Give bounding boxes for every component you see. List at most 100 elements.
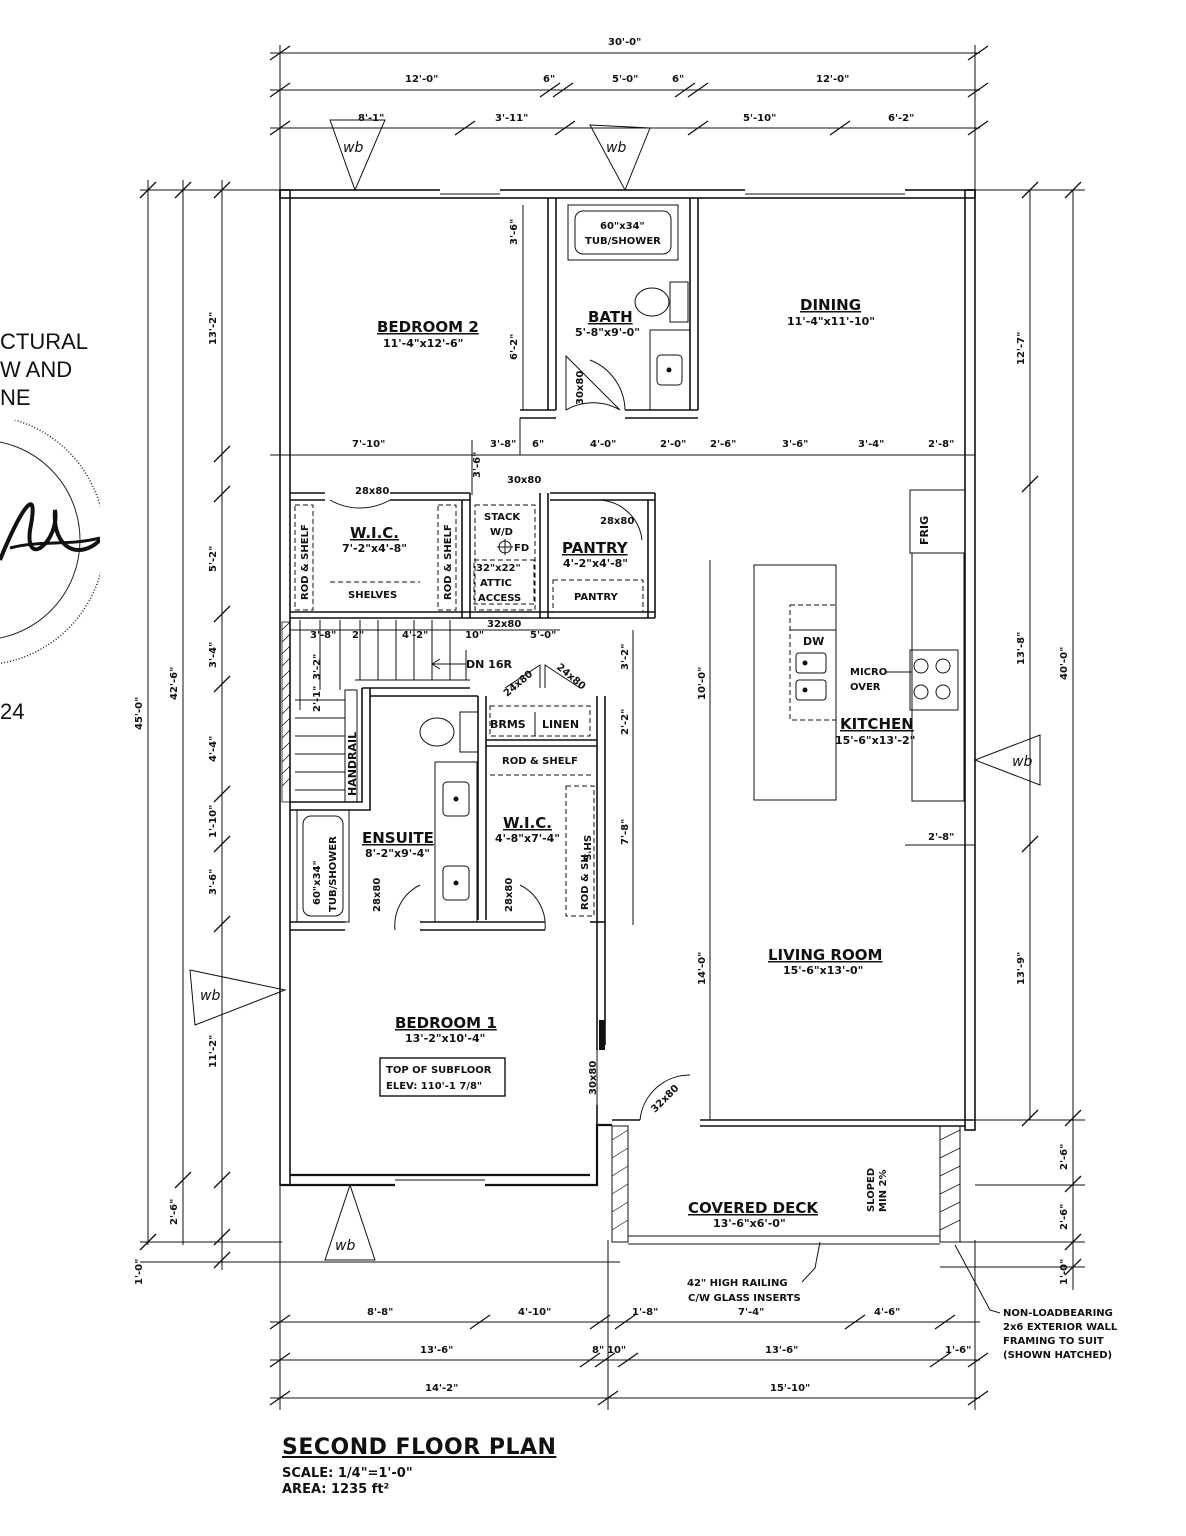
- vanity-upper: [649, 329, 691, 411]
- dim-right-overall: 40'-0": [1059, 647, 1070, 680]
- kitchen-island: [753, 564, 837, 801]
- dim-right-seg-3: 13'-9": [1016, 952, 1027, 985]
- dim-int-mid-4: 4'-0": [590, 439, 616, 450]
- fridge-label: FRIG: [918, 516, 931, 545]
- seal-text-line-3: NE: [0, 385, 31, 410]
- top-dimension-lines: [269, 45, 989, 190]
- dim-top-row3-3: 5'-10": [743, 113, 776, 124]
- vanity-lower: [434, 761, 478, 923]
- rod-sh-label: ROD & SH: [580, 854, 591, 910]
- drawing-area: AREA: 1235 ft²: [282, 1482, 390, 1497]
- subfloor-note-box: [379, 1057, 506, 1097]
- attic-label-2: ACCESS: [478, 593, 521, 604]
- door-brms-label: 24x80: [502, 669, 535, 699]
- room-living-name: LIVING ROOM: [768, 946, 882, 964]
- sloped-label-2: MIN 2%: [878, 1170, 889, 1213]
- dim-int-mid-6: 2'-6": [710, 439, 736, 450]
- deck-hatch: [611, 1129, 961, 1231]
- dim-top-row3-2: 3'-11": [495, 113, 528, 124]
- svg-text:wb: wb: [335, 1238, 355, 1254]
- dim-linen-v-2: 2'-2": [620, 709, 631, 735]
- attic-access-outline: [473, 559, 535, 605]
- bottom-dimension-lines: [269, 1185, 989, 1410]
- tub-lower-label: TUB/SHOWER: [328, 836, 339, 912]
- dim-top-row2-4: 6": [672, 74, 684, 85]
- stair-dn-label: DN 16R: [466, 658, 512, 671]
- room-bath-name: BATH: [588, 308, 633, 326]
- dim-kitchen-v-1: 10'-0": [697, 667, 708, 700]
- door-wic-label: 28x80: [355, 486, 389, 497]
- dim-bottom-row3-2: 15'-10": [770, 1383, 810, 1394]
- tub-shower-lower: [296, 809, 350, 923]
- dim-int-mid-8: 3'-4": [858, 439, 884, 450]
- dim-stair-1: 3'-8": [310, 630, 336, 641]
- room-deck-name: COVERED DECK: [688, 1199, 819, 1217]
- svg-text:wb: wb: [1012, 754, 1032, 770]
- door-ensuite-label: 28x80: [372, 878, 383, 912]
- dim-bottom-row1-5: 4'-6": [874, 1307, 900, 1318]
- covered-deck: [611, 1125, 961, 1245]
- tub-shower-upper: [567, 204, 679, 261]
- drawing-title: SECOND FLOOR PLAN: [282, 1435, 557, 1460]
- dim-right-seg-1: 12'-7": [1016, 332, 1027, 365]
- micro-label-2: OVER: [850, 682, 881, 693]
- dim-right-seg-2: 13'-8": [1016, 632, 1027, 665]
- room-kitchen-size: 15'-6"x13'-2": [835, 734, 915, 747]
- room-ensuite-name: ENSUITE: [362, 829, 434, 847]
- railing-note-2: C/W GLASS INSERTS: [688, 1293, 801, 1304]
- dim-left-overall: 45'-0": [134, 697, 145, 730]
- dim-linen-v-1: 3'-2": [620, 644, 631, 670]
- rod-shelf-right: ROD & SHELF: [443, 524, 454, 600]
- dim-right-seg-6: 1'-0": [1059, 1259, 1070, 1285]
- attic-label-1: ATTIC: [480, 578, 512, 589]
- dim-left-seg-8: 2'-6": [169, 1199, 180, 1225]
- svg-text:wb: wb: [606, 140, 626, 156]
- linen-label: LINEN: [542, 718, 579, 731]
- fd-label: FD: [514, 543, 529, 554]
- dim-right-seg-5: 2'-6": [1059, 1204, 1070, 1230]
- nonload-leader: [954, 1244, 1001, 1314]
- sloped-label-1: SLOPED: [866, 1168, 877, 1212]
- dim-bottom-row1-2: 4'-10": [518, 1307, 551, 1318]
- pantry-shelf-label: PANTRY: [574, 592, 618, 603]
- room-bedroom1-name: BEDROOM 1: [395, 1014, 497, 1032]
- dim-top-row2-2: 6": [543, 74, 555, 85]
- door-wic2-label: 28x80: [504, 878, 515, 912]
- door-pantry-label: 28x80: [600, 516, 634, 527]
- tub-upper-label: TUB/SHOWER: [585, 236, 661, 247]
- door-linen-label: 24x80: [554, 662, 587, 692]
- room-living-size: 15'-6"x13'-0": [783, 964, 863, 977]
- railing-leader: [801, 1241, 821, 1283]
- dim-left-seg-3: 3'-4": [208, 642, 219, 668]
- floor-drain-icon: [497, 539, 513, 555]
- dim-left-inner: 42'-6": [169, 667, 180, 700]
- dim-left-seg-7: 11'-2": [208, 1035, 219, 1068]
- seal-year: 24: [0, 699, 25, 724]
- dim-bottom-row2-2: 8": [592, 1345, 604, 1356]
- subfloor-note-2: ELEV: 110'-1 7/8": [386, 1081, 482, 1092]
- dim-bottom-row1-3: 1'-8": [632, 1307, 658, 1318]
- door-swings: [329, 354, 691, 1121]
- dim-int-mid-1: 7'-10": [352, 439, 385, 450]
- dim-linen-v-3: 7'-8": [620, 819, 631, 845]
- dim-left-seg-4: 4'-4": [208, 736, 219, 762]
- dim-bottom-row2-4: 13'-6": [765, 1345, 798, 1356]
- door-hall-label: 30x80: [507, 475, 541, 486]
- seal-text-line-2: W AND: [0, 357, 73, 382]
- dim-top-row2-3: 5'-0": [612, 74, 638, 85]
- dim-bottom-row1-4: 7'-4": [738, 1307, 764, 1318]
- dim-top-overall: 30'-0": [608, 37, 641, 48]
- dim-left-seg-2: 5'-2": [208, 546, 219, 572]
- title-block: SECOND FLOOR PLAN SCALE: 1/4"=1'-0" AREA…: [282, 1435, 556, 1498]
- seal-text-line-1: CTURAL: [0, 329, 89, 354]
- dim-int-mid-3: 6": [532, 439, 544, 450]
- drawing-scale: SCALE: 1/4"=1'-0": [282, 1466, 413, 1481]
- dim-bottom-row2-5: 1'-6": [945, 1345, 971, 1356]
- dim-right-seg-4: 2'-6": [1059, 1144, 1070, 1170]
- dim-top-row3-4: 6'-2": [888, 113, 914, 124]
- dim-int-mid-9: 2'-8": [928, 439, 954, 450]
- dim-stair-v-2: 2'-1": [312, 686, 323, 712]
- dim-stair-5: 5'-0": [530, 630, 556, 641]
- brms-label: BRMS: [490, 718, 526, 731]
- dim-left-seg-6: 3'-6": [208, 869, 219, 895]
